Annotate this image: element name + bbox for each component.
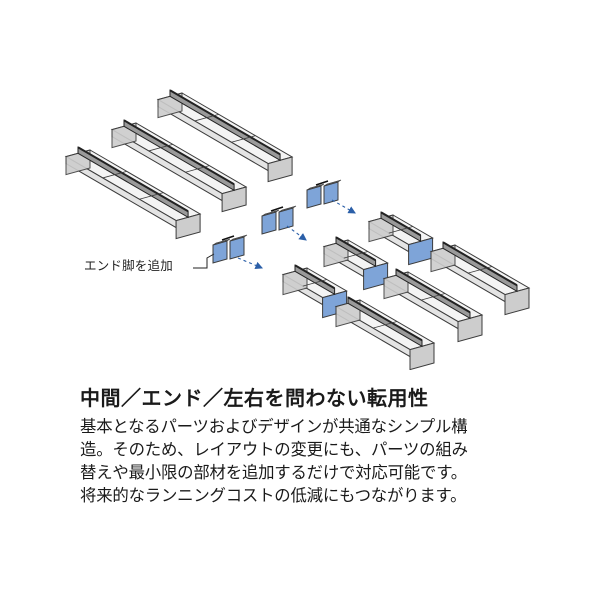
desk-short-2 — [322, 236, 389, 291]
desk-short-1-seam-1 — [388, 226, 413, 234]
caption-line-4: 将来的なランニングコストの低減にもつながります。 — [80, 486, 467, 505]
desk-short-1-divider-top — [380, 211, 422, 237]
desk-long-2-right-leg — [221, 186, 247, 213]
desk-mid-2-divider-top — [395, 268, 471, 314]
end-panels-2-panel-cap-2 — [278, 205, 297, 213]
desk-long-1-seam-1 — [194, 113, 219, 122]
arrow-2 — [286, 225, 307, 241]
arrow-1 — [331, 199, 356, 214]
desk-mid-3-right-leg — [409, 342, 435, 371]
desk-mid-3-divider — [347, 296, 423, 348]
caption-line-1: 基本となるパーツおよびデザインが共通なシンプル構 — [80, 417, 468, 436]
desk-short-2-right-leg — [363, 262, 389, 291]
desk-long-1 — [156, 89, 294, 183]
desk-long-2-divider-top — [123, 119, 235, 186]
desk-short-3 — [281, 264, 348, 319]
caption-line-3: 替えや最小限の部材を追加するだけで対応可能です。 — [80, 463, 467, 482]
end-panels-1-panel-cap-1 — [306, 183, 325, 191]
end-panels-1 — [306, 179, 342, 209]
end-panels-2-panel-cap-1 — [261, 209, 280, 217]
desk-short-1-divider — [380, 211, 422, 243]
desk-short-2-divider-top — [335, 236, 377, 262]
end-leg-label: エンド脚を追加 — [84, 258, 173, 273]
desk-mid-1 — [429, 241, 531, 316]
desk-mid-1-divider-top — [442, 241, 518, 287]
desk-mid-1-divider — [442, 241, 518, 293]
desk-short-3-divider-top — [294, 264, 336, 290]
desk-mid-2-seam-1 — [420, 293, 446, 301]
desk-short-3-seam-1 — [302, 279, 327, 287]
end-panels-3-bracket — [221, 235, 235, 241]
end-panels-3 — [212, 234, 248, 264]
desk-long-1-divider-top — [169, 89, 281, 156]
desk-layout-illustration — [64, 89, 531, 371]
desk-mid-1-right-leg — [504, 287, 530, 316]
desk-long-2-seam-2 — [185, 165, 210, 173]
desk-mid-1-seam-1 — [467, 266, 493, 274]
desk-long-3-seam-2 — [139, 192, 164, 200]
desk-long-3-divider-top — [77, 146, 189, 213]
desk-short-2-seam-1 — [343, 251, 368, 259]
end-panels-2 — [261, 205, 297, 235]
caption: 中間／エンド／左右を問わない転用性 基本となるパーツおよびデザインが共通なシンプ… — [80, 382, 530, 507]
desk-short-3-divider — [294, 264, 336, 296]
desk-long-3 — [64, 146, 202, 240]
desk-mid-2-divider — [395, 268, 471, 320]
end-panels-3-panel-cap-1 — [212, 238, 231, 246]
caption-line-2: 造。そのため、レイアウトの変更にも、パーツの組み — [80, 440, 468, 459]
desk-long-2 — [110, 119, 248, 213]
desk-mid-2 — [382, 268, 484, 343]
end-panels-2-bracket — [270, 206, 284, 212]
desk-long-1-seam-2 — [231, 135, 256, 143]
desk-short-2-divider — [335, 236, 377, 268]
desk-long-3-right-leg — [175, 213, 201, 240]
desk-long-3-seam-1 — [102, 170, 127, 179]
end-panels-1-bracket — [315, 180, 329, 186]
layout-diagram: エンド脚を追加 — [64, 89, 531, 371]
caption-title: 中間／エンド／左右を問わない転用性 — [80, 386, 429, 410]
desk-mid-3 — [334, 296, 436, 371]
end-panels-1-panel-cap-2 — [323, 179, 342, 187]
end-leg-leader-line — [193, 253, 215, 269]
desk-long-1-right-leg — [267, 156, 293, 183]
end-panels-3-panel-cap-2 — [229, 234, 248, 242]
desk-mid-2-right-leg — [457, 314, 483, 343]
desk-long-2-seam-1 — [148, 143, 173, 152]
desk-mid-3-divider-top — [347, 296, 423, 342]
arrow-3 — [237, 257, 264, 270]
desk-mid-3-seam-1 — [372, 321, 398, 329]
desk-short-1 — [367, 211, 434, 266]
